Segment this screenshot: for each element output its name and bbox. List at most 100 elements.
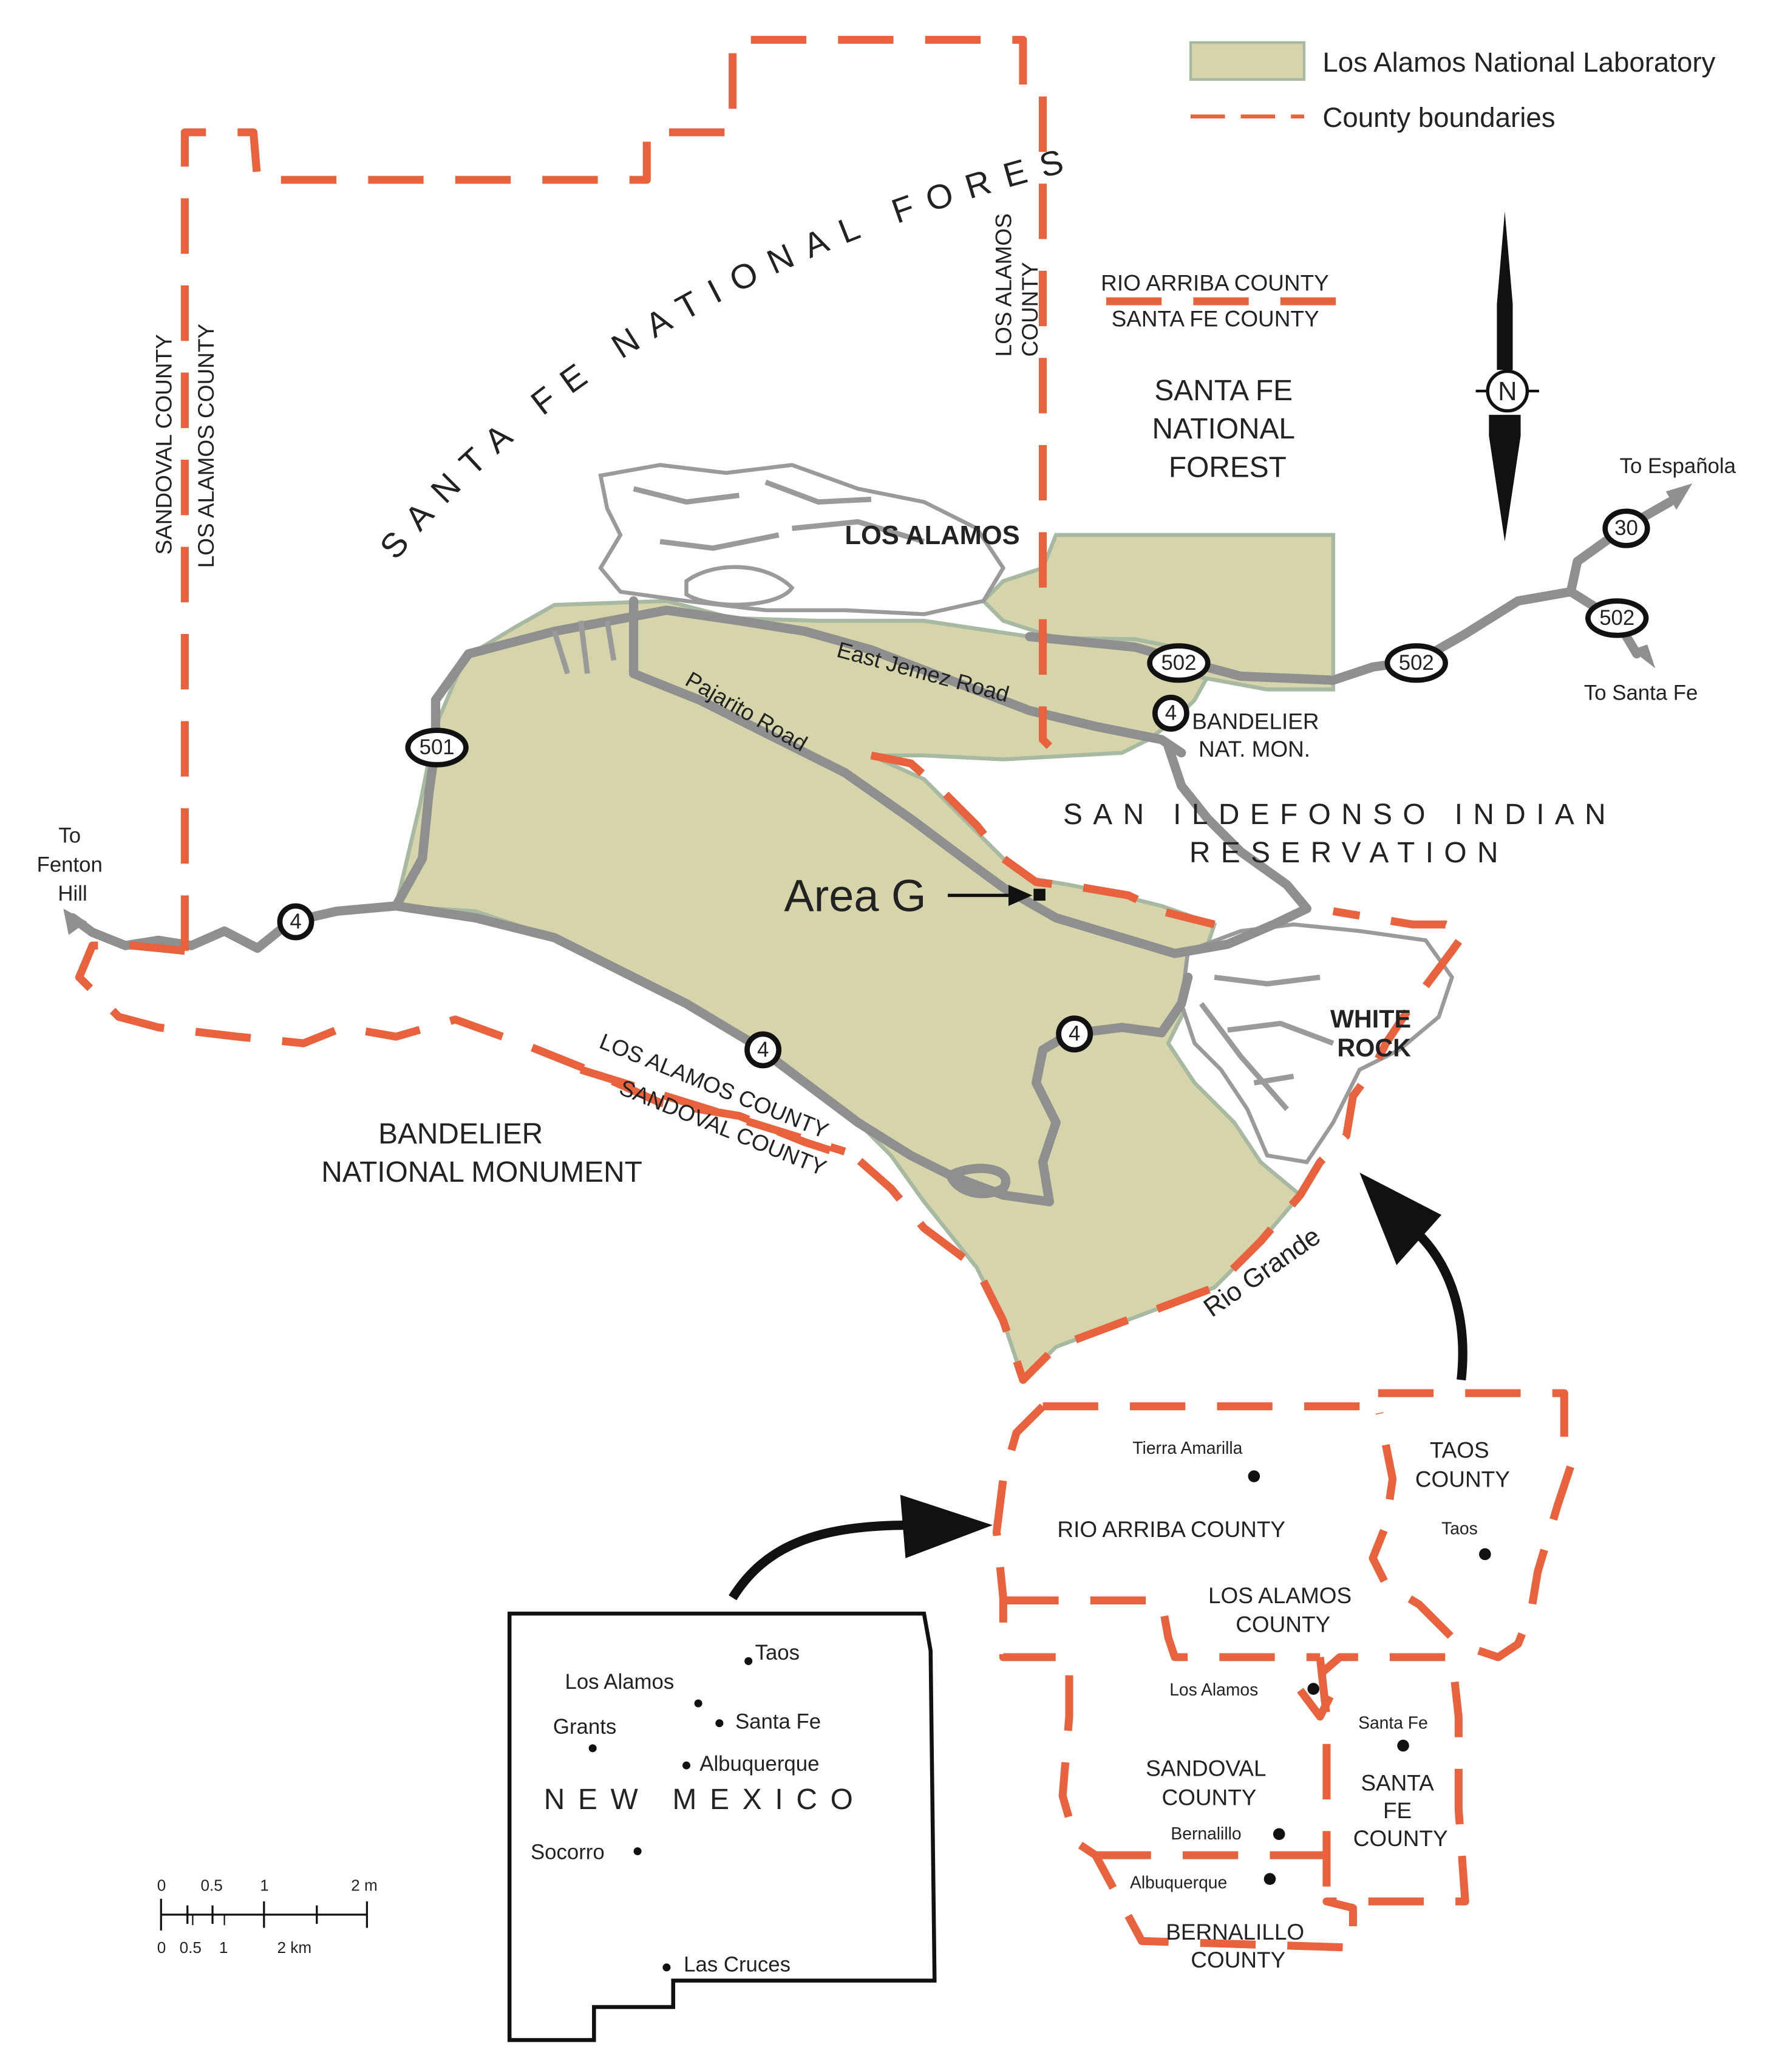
north-label: N — [1498, 377, 1517, 406]
svg-text:Tierra Amarilla: Tierra Amarilla — [1132, 1438, 1242, 1457]
svg-text:Santa Fe: Santa Fe — [1358, 1712, 1428, 1732]
inset-to-counties-arrowhead-icon — [900, 1494, 993, 1558]
svg-text:Socorro: Socorro — [531, 1841, 605, 1864]
route-4-shield-west: 4 — [277, 903, 315, 941]
arrow-to-espanola-icon — [1665, 483, 1693, 510]
svg-text:1: 1 — [219, 1938, 228, 1957]
road-to-fenton — [67, 913, 196, 950]
svg-text:0: 0 — [157, 1876, 166, 1895]
svg-text:Taos: Taos — [755, 1641, 800, 1665]
route-4-shield-bandelier: 4 — [1152, 695, 1189, 732]
los-alamos-county-left-label: LOS ALAMOS COUNTY — [194, 324, 219, 568]
legend-lab-label: Los Alamos National Laboratory — [1322, 47, 1715, 78]
svg-text:Los Alamos: Los Alamos — [1169, 1680, 1258, 1699]
county-inset: Tierra Amarilla RIO ARRIBA COUNTY TAOS C… — [992, 1389, 1575, 1972]
connector-arrows — [729, 1173, 1467, 1601]
rio-arriba-county-label: RIO ARRIBA COUNTY — [1101, 271, 1329, 296]
to-espanola-label: To Española — [1620, 455, 1736, 478]
santa-fe-county-label: SANTA FE COUNTY — [1112, 306, 1319, 331]
svg-text:Santa Fe: Santa Fe — [735, 1710, 821, 1733]
svg-text:Albuquerque: Albuquerque — [1130, 1872, 1227, 1892]
svg-text:0.5: 0.5 — [200, 1876, 222, 1895]
area-g-label: Area G — [784, 871, 926, 921]
route-501-shield: 501 — [405, 728, 469, 768]
to-santa-fe-label: To Santa Fe — [1584, 682, 1698, 705]
white-rock-label: WHITE ROCK — [1330, 1005, 1418, 1062]
svg-text:Las Cruces: Las Cruces — [684, 1953, 791, 1976]
area-g-arrow-icon — [1008, 885, 1033, 906]
svg-text:TAOS COUNTY: TAOS COUNTY — [1415, 1438, 1510, 1492]
inset-to-counties-arrow — [729, 1520, 911, 1601]
road-east-jemez — [430, 605, 1186, 758]
sandoval-county-vert-label: SANDOVAL COUNTY — [152, 334, 177, 554]
svg-text:502: 502 — [1161, 652, 1196, 675]
arrow-to-santa-fe-icon — [1631, 644, 1656, 669]
legend-county-label: County boundaries — [1322, 102, 1555, 133]
los-alamos-county-vert-label: LOS ALAMOS COUNTY — [991, 207, 1042, 356]
san-ildefonso-label: SAN ILDEFONSO INDIAN RESERVATION — [1063, 799, 1635, 869]
svg-text:30: 30 — [1614, 517, 1638, 540]
road-30 — [1566, 497, 1675, 597]
route-30-shield: 30 — [1602, 508, 1650, 548]
county-boundaries — [75, 36, 1469, 1384]
road-4-south — [391, 901, 1054, 1207]
north-arrow-compass-icon — [1486, 369, 1529, 413]
counties-to-main-arrowhead-icon — [1359, 1173, 1442, 1266]
bandelier-monument-label: BANDELIER NATIONAL MONUMENT — [321, 1118, 642, 1188]
roads — [67, 497, 1675, 1207]
svg-text:Grants: Grants — [553, 1716, 616, 1739]
lab-area-main — [393, 599, 1304, 1384]
svg-text:Los Alamos: Los Alamos — [565, 1671, 675, 1694]
svg-text:502: 502 — [1599, 607, 1634, 630]
lab-area-ne — [981, 533, 1336, 692]
svg-text:SANTA FE COUNTY: SANTA FE COUNTY — [1353, 1770, 1448, 1850]
area-g-marker: Area G — [784, 871, 1046, 921]
new-mexico-outline — [507, 1611, 937, 2042]
svg-text:SANDOVAL COUNTY: SANDOVAL COUNTY — [1146, 1756, 1273, 1810]
svg-text:1: 1 — [260, 1876, 269, 1895]
svg-text:2 km: 2 km — [277, 1938, 312, 1957]
legend-lab-swatch — [1189, 41, 1306, 81]
svg-text:4: 4 — [757, 1038, 769, 1062]
counties-to-main-arrow — [1415, 1231, 1467, 1381]
svg-text:0: 0 — [157, 1938, 166, 1957]
svg-text:4: 4 — [1165, 701, 1177, 724]
svg-text:Albuquerque: Albuquerque — [699, 1753, 819, 1776]
legend: Los Alamos National Laboratory County bo… — [1189, 41, 1716, 133]
svg-text:0.5: 0.5 — [180, 1938, 202, 1957]
svg-text:Bernalillo: Bernalillo — [1171, 1824, 1241, 1843]
svg-text:502: 502 — [1399, 652, 1434, 675]
los-alamos-town-label: LOS ALAMOS — [845, 521, 1019, 550]
svg-text:Taos: Taos — [1441, 1519, 1478, 1538]
to-fenton-hill-label: To Fenton Hill — [37, 824, 109, 905]
route-4-shield-south: 4 — [744, 1031, 782, 1069]
road-4-whiterock — [1032, 972, 1193, 1207]
svg-text:LOS ALAMOS COUNTY: LOS ALAMOS COUNTY — [1208, 1583, 1358, 1637]
road-4-west — [186, 741, 441, 953]
route-4-shield-whiterock: 4 — [1056, 1015, 1093, 1053]
svg-text:RIO ARRIBA COUNTY: RIO ARRIBA COUNTY — [1057, 1517, 1285, 1542]
north-arrow: N — [1475, 211, 1539, 542]
north-arrow-needle-icon — [1497, 211, 1513, 370]
svg-text:501: 501 — [420, 736, 455, 759]
bandelier-nat-mon-label: BANDELIER NAT. MON. — [1192, 709, 1325, 762]
arrow-to-fenton-icon — [63, 908, 87, 935]
svg-text:4: 4 — [290, 910, 301, 933]
route-502-shield-a: 502 — [1147, 643, 1211, 683]
new-mexico-inset: Taos Los Alamos Grants Santa Fe Albuquer… — [507, 1611, 937, 2042]
direction-arrows — [63, 483, 1693, 935]
svg-text:NEW MEXICO: NEW MEXICO — [544, 1784, 866, 1816]
svg-text:4: 4 — [1069, 1023, 1080, 1046]
route-shields: 502 502 502 30 4 501 4 4 — [277, 508, 1650, 1069]
white-rock-town-area — [1179, 922, 1455, 1165]
route-502-shield-c: 502 — [1585, 598, 1649, 638]
svg-text:BERNALILLO COUNTY: BERNALILLO COUNTY — [1166, 1920, 1310, 1972]
santa-fe-nf-label: SANTA FE NATIONAL FOREST — [1152, 375, 1303, 483]
scale-bar: 0 0.5 1 2 m 0 0.5 1 2 km — [157, 1876, 378, 1957]
road-pajarito — [628, 596, 1311, 958]
area-g-site-icon — [1033, 888, 1046, 901]
route-502-shield-b: 502 — [1384, 643, 1448, 683]
los-alamos-town-area — [598, 463, 1006, 616]
svg-text:2 m: 2 m — [351, 1876, 377, 1895]
